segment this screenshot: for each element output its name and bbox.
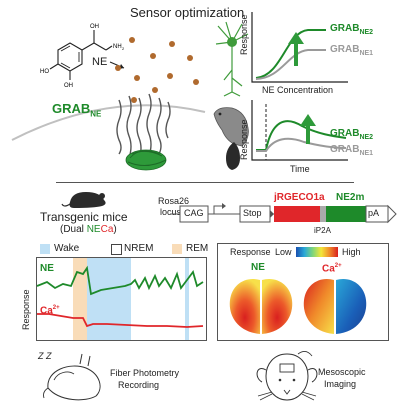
colorbar — [296, 247, 338, 257]
bottom-chart-axes — [251, 100, 348, 161]
bottom-series-ne1-label: GRABNE1 — [330, 144, 374, 158]
locus-label-2: locus — [160, 207, 182, 217]
grab-ne-sub: NE — [90, 109, 102, 119]
fiber-label-1: Fiber Photometry — [110, 368, 180, 378]
grab-ne-main: GRAB — [52, 101, 91, 116]
svg-text:NH: NH — [113, 44, 122, 50]
legend-nrem-label: NREM — [124, 243, 154, 254]
locus-label-1: Rosa26 — [158, 196, 190, 206]
top-chart-ylabel: Response — [239, 14, 249, 55]
bottom-chart-xlabel: Time — [290, 164, 310, 174]
map-ne-label: NE — [251, 262, 265, 273]
grab-ne2-dose-curve — [255, 29, 326, 79]
page-title: Sensor optimization — [130, 5, 245, 20]
top-chart-xlabel: NE Concentration — [262, 85, 334, 95]
bottom-chart-ylabel: Response — [239, 119, 249, 160]
meso-label-2: Imaging — [324, 379, 357, 389]
ne-trace — [36, 265, 204, 296]
mouse-side-icon — [213, 107, 249, 170]
section-divider — [56, 182, 354, 183]
legend-nrem-swatch — [111, 244, 122, 255]
svg-text:2: 2 — [122, 46, 125, 51]
mouse-head-icon — [256, 351, 318, 401]
top-chart-axes — [251, 12, 348, 83]
svg-text:OH: OH — [90, 24, 99, 30]
transgenic-mice-title: Transgenic mice — [40, 210, 128, 224]
colorbar-label: Response — [230, 247, 271, 257]
norepinephrine-molecule-icon: OH NH 2 HO OH — [40, 24, 125, 89]
neuron-icon — [215, 21, 249, 97]
grab-ne1-dose-curve — [255, 49, 326, 80]
meso-label-1: Mesoscopic — [318, 367, 366, 377]
legend-wake-label: Wake — [54, 243, 80, 254]
grab-ne-label: GRABNE — [52, 102, 101, 119]
trace-ylabel: Response — [21, 289, 31, 330]
bottom-series-ne2-label: GRABNE2 — [330, 128, 374, 142]
legend-rem-swatch — [172, 244, 182, 254]
ca-trace — [37, 313, 204, 328]
svg-text:HO: HO — [40, 69, 49, 75]
trace-ca-label: Ca2+ — [40, 305, 60, 317]
sleeping-mouse-icon — [43, 353, 101, 401]
zzz-text: Z Z — [38, 351, 52, 361]
colorbar-low: Low — [275, 247, 292, 257]
ne2m-label: NE2m — [336, 192, 365, 203]
cortex-map-ca — [303, 278, 367, 334]
cag-label: CAG — [184, 208, 204, 218]
ip2a-label: iP2A — [314, 226, 331, 235]
legend-rem-label: REM — [186, 243, 209, 254]
fiber-label-2: Recording — [118, 380, 160, 390]
grab-ne1-time-curve — [256, 137, 347, 152]
jrgeco-label: jRGECO1a — [274, 192, 325, 203]
svg-text:OH: OH — [64, 83, 73, 89]
legend-wake-swatch — [40, 244, 50, 254]
ne-ligand-label: NE — [92, 56, 108, 68]
top-series-ne1-label: GRABNE1 — [330, 44, 374, 58]
stop-label: Stop — [243, 208, 262, 218]
trace-ne-label: NE — [40, 263, 54, 274]
construct-diagram — [170, 203, 397, 224]
top-series-ne2-label: GRABNE2 — [330, 23, 374, 37]
grab-receptor-icon — [116, 93, 171, 171]
cortex-map-ne — [229, 278, 293, 334]
pa-label: pA — [368, 208, 380, 218]
mouse-icon — [61, 192, 107, 208]
colorbar-high: High — [342, 247, 361, 257]
sleep-state-bands — [73, 258, 189, 340]
transgenic-mice-subtitle: (Dual NECa) — [60, 224, 117, 235]
map-ca-label: Ca2+ — [322, 263, 342, 275]
